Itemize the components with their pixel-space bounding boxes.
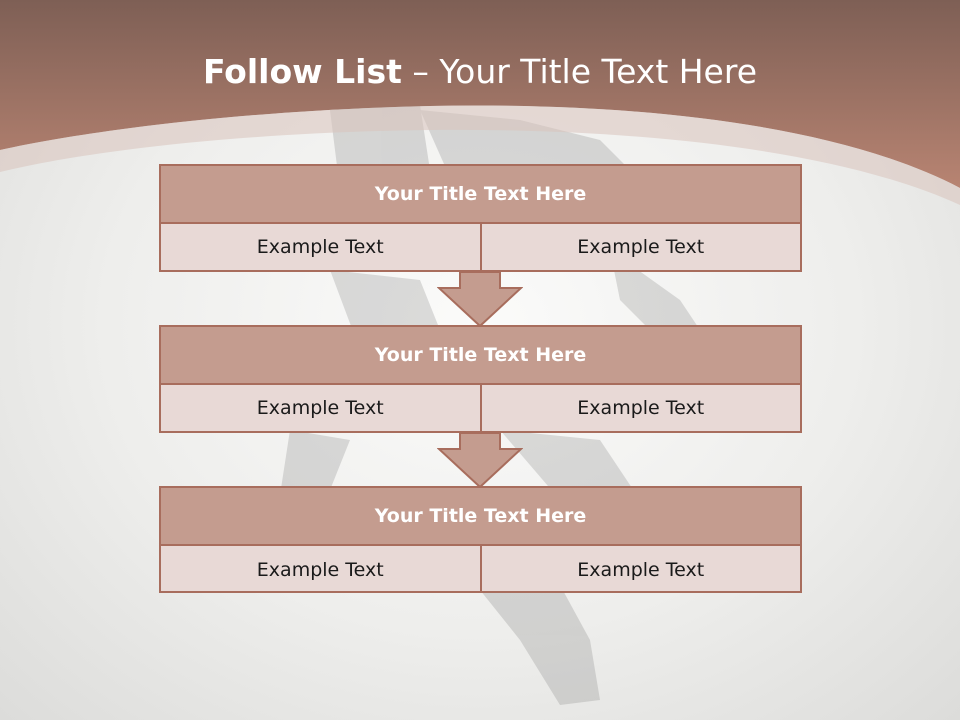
down-arrow-icon [437,272,523,328]
block-row: Example Text Example Text [161,385,800,431]
block-title: Your Title Text Here [161,327,800,385]
block-row: Example Text Example Text [161,546,800,593]
slide-title-bold: Follow List [202,52,402,91]
header-band [0,0,960,188]
block-cell-left: Example Text [256,397,384,419]
block-cell-left: Example Text [256,236,384,258]
down-arrow-icon [437,433,523,489]
slide-title-rest: – Your Title Text Here [412,52,758,91]
block-row: Example Text Example Text [161,224,800,270]
list-block-2: Your Title Text Here Example Text Exampl… [159,325,802,433]
list-block-1: Your Title Text Here Example Text Exampl… [159,164,802,272]
block-cell-right: Example Text [479,224,801,270]
block-title: Your Title Text Here [161,488,800,546]
list-block-3: Your Title Text Here Example Text Exampl… [159,486,802,593]
block-cell-right: Example Text [479,385,801,431]
block-title: Your Title Text Here [161,166,800,224]
block-cell-left: Example Text [256,558,384,581]
slide-title: Follow List – Your Title Text Here [0,52,960,91]
block-cell-right: Example Text [479,546,801,593]
header-band-highlight [0,105,960,205]
